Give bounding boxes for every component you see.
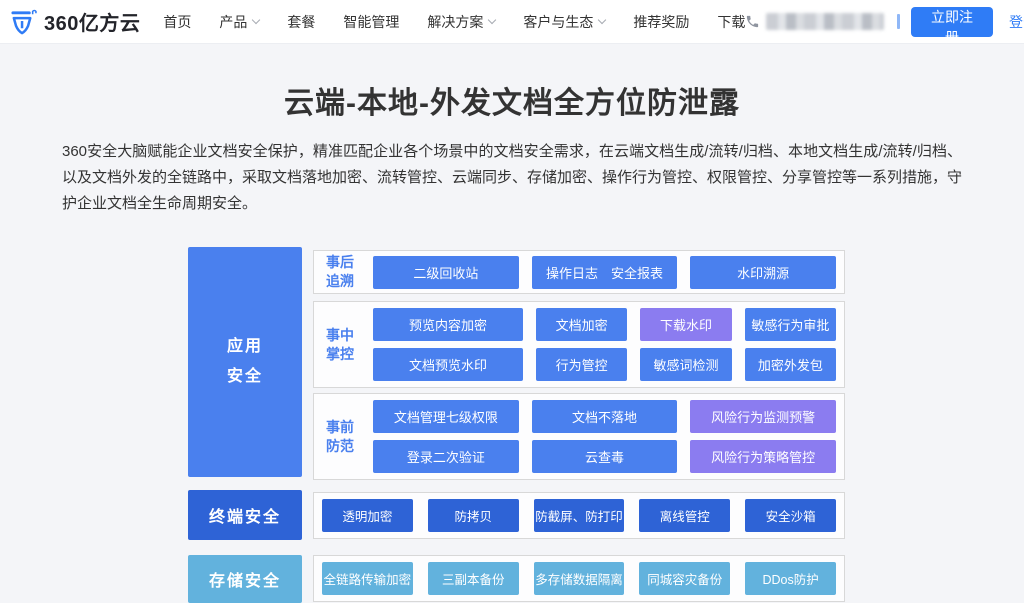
feature-block: 敏感词检测	[640, 348, 732, 382]
nav-label: 下载	[717, 13, 746, 30]
nav-label: 首页	[163, 13, 192, 30]
category-label: 应用安全	[226, 337, 263, 386]
feature-block: 离线管控	[639, 499, 731, 533]
feature-block: 文档加密	[536, 308, 628, 342]
chevron-down-icon	[488, 15, 497, 24]
feature-block: 安全沙箱	[745, 499, 836, 533]
feature-block: 加密外发包	[744, 348, 836, 382]
group-terminal-security-features: 透明加密 防拷贝 防截屏、防打印 离线管控 安全沙箱	[313, 492, 845, 540]
nav-label: 客户与生态	[523, 13, 594, 30]
feature-block: 文档管理七级权限	[373, 400, 519, 434]
feature-block: 预览内容加密	[373, 308, 523, 342]
feature-block: 三副本备份	[427, 562, 519, 596]
feature-block: 操作日志 安全报表	[531, 255, 678, 289]
logo[interactable]: 360亿方云	[10, 7, 140, 36]
nav-item-download[interactable]: 下载	[717, 12, 745, 32]
nav-label: 套餐	[287, 13, 316, 30]
register-button[interactable]: 立即注册	[910, 6, 993, 45]
chevron-down-icon	[252, 15, 261, 24]
shield-logo-icon	[11, 9, 37, 35]
separator	[897, 14, 900, 29]
feature-block: 敏感行为审批	[744, 308, 836, 342]
terminal-security-label: 终端安全	[188, 490, 302, 541]
nav-label: 产品	[219, 13, 248, 30]
nav-item-smart-management[interactable]: 智能管理	[343, 12, 399, 32]
feature-block: 风险行为策略管控	[690, 440, 836, 474]
feature-block: 水印溯源	[690, 255, 836, 289]
feature-block: 全链路传输加密	[322, 562, 413, 596]
nav-label: 推荐奖励	[633, 13, 690, 30]
feature-block: 文档预览水印	[373, 348, 523, 382]
group-label: 事后追溯	[326, 254, 354, 290]
feature-block: 同城容灾备份	[639, 562, 731, 596]
feature-block: 多存储数据隔离	[533, 562, 625, 596]
login-link[interactable]: 登录	[1009, 13, 1024, 30]
feature-block: 云查毒	[531, 440, 678, 474]
nav-item-products[interactable]: 产品	[219, 12, 261, 32]
group-pre-incident-prevention: 事前防范 文档管理七级权限 文档不落地 风险行为监测预警 登录二次验证 云查毒 …	[313, 393, 845, 481]
page-title: 云端-本地-外发文档全方位防泄露	[284, 87, 740, 120]
feature-block: 防拷贝	[427, 499, 519, 533]
main-nav: 首页 产品 套餐 智能管理 解决方案 客户与生态 推荐奖励 下载	[163, 12, 745, 32]
group-after-incident-trace: 事后追溯 二级回收站 操作日志 安全报表 水印溯源	[313, 250, 845, 295]
nav-item-customers-ecosystem[interactable]: 客户与生态	[523, 12, 607, 32]
phone-icon	[747, 15, 759, 28]
phone-number	[745, 13, 885, 30]
storage-security-label: 存储安全	[188, 555, 302, 603]
header-right: 立即注册 登录	[745, 6, 1024, 45]
security-architecture-diagram: 应用安全 终端安全 存储安全 事后追溯 二级回收站 操作日志 安全报表 水印溯源…	[188, 247, 845, 603]
feature-block: 文档不落地	[531, 400, 678, 434]
group-label: 事前防范	[326, 418, 354, 454]
feature-groups-column: 事后追溯 二级回收站 操作日志 安全报表 水印溯源 事中掌控 预览内容加密 文档…	[313, 250, 845, 603]
nav-item-home[interactable]: 首页	[163, 12, 191, 32]
feature-block: 行为管控	[536, 348, 628, 382]
feature-block: 透明加密	[322, 499, 413, 533]
feature-block: 登录二次验证	[373, 440, 519, 474]
nav-item-plans[interactable]: 套餐	[287, 12, 315, 32]
nav-item-referral-rewards[interactable]: 推荐奖励	[633, 12, 689, 32]
feature-block: 防截屏、防打印	[533, 499, 625, 533]
feature-block: 二级回收站	[373, 255, 519, 289]
app-security-label: 应用安全	[188, 247, 302, 478]
group-in-process-control: 事中掌控 预览内容加密 文档加密 下载水印 敏感行为审批 文档预览水印 行为管控…	[313, 301, 845, 389]
group-label: 事中掌控	[326, 326, 354, 362]
logo-text: 360亿方云	[44, 13, 141, 35]
nav-label: 解决方案	[427, 13, 484, 30]
feature-block: DDos防护	[745, 562, 836, 596]
feature-block: 风险行为监测预警	[690, 400, 836, 434]
phone-number-masked	[766, 13, 885, 30]
feature-block: 下载水印	[640, 308, 732, 342]
page-description: 360安全大脑赋能企业文档安全保护，精准匹配企业各个场景中的文档安全需求，在云端…	[62, 143, 963, 213]
nav-label: 智能管理	[343, 13, 400, 30]
security-category-column: 应用安全 终端安全 存储安全	[188, 247, 302, 603]
top-navigation-bar: 360亿方云 首页 产品 套餐 智能管理 解决方案 客户与生态 推荐奖励 下载 …	[0, 0, 1024, 45]
group-storage-security-features: 全链路传输加密 三副本备份 多存储数据隔离 同城容灾备份 DDos防护	[313, 555, 845, 603]
nav-item-solutions[interactable]: 解决方案	[427, 12, 497, 32]
chevron-down-icon	[598, 15, 607, 24]
